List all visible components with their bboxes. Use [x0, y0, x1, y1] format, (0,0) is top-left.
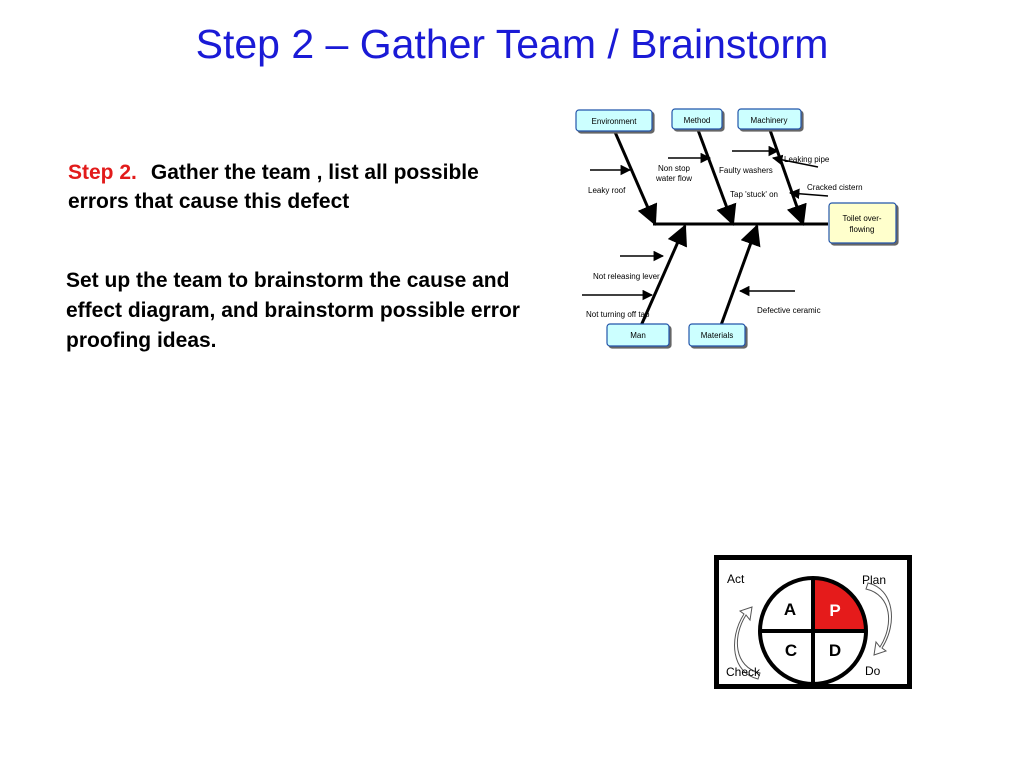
quadrant-plan — [813, 578, 866, 631]
category-materials: Materials — [688, 323, 746, 347]
arrow-leaking-pipe — [771, 154, 819, 168]
check-label: Check — [726, 665, 761, 679]
quadrant-d-label: D — [829, 641, 841, 660]
svg-text:Method: Method — [684, 116, 711, 125]
cause-non-stop-line2: water flow — [655, 174, 692, 183]
cause-not-releasing-lever: Not releasing lever — [593, 272, 660, 281]
quadrant-a-label: A — [784, 600, 796, 619]
quadrant-p-label: P — [829, 601, 840, 620]
plan-label: Plan — [862, 573, 886, 587]
cause-tap-stuck: Tap 'stuck' on — [730, 190, 778, 199]
page-title: Step 2 – Gather Team / Brainstorm — [195, 21, 829, 67]
step-label: Step 2. — [68, 161, 137, 184]
category-method: Method — [671, 108, 723, 130]
bone-method — [696, 129, 737, 226]
effect-label-line1: Toilet over- — [842, 214, 881, 223]
pdca-cycle: A P C D Act Plan Check Do — [714, 555, 912, 689]
category-environment: Environment — [575, 109, 653, 132]
bone-materials — [718, 224, 761, 329]
cause-not-turning-off-tap: Not turning off tap — [586, 310, 650, 319]
body-paragraph: Set up the team to brainstorm the cause … — [66, 269, 520, 353]
step-text: Gather the team , list all possible erro… — [68, 161, 479, 214]
cause-defective-ceramic: Defective ceramic — [757, 306, 821, 315]
act-label: Act — [727, 572, 745, 586]
category-man: Man — [606, 323, 670, 347]
svg-text:Man: Man — [630, 331, 646, 340]
bone-man — [638, 224, 687, 329]
cause-leaking-pipe: Leaking pipe — [784, 155, 830, 164]
cycle-arrow-right-icon — [865, 582, 892, 656]
cause-non-stop-line1: Non stop — [658, 164, 691, 173]
effect-label-line2: flowing — [850, 225, 875, 234]
category-machinery: Machinery — [737, 108, 802, 130]
cause-leaky-roof: Leaky roof — [588, 186, 626, 195]
fishbone-diagram: Environment Method Machinery Man Materia… — [575, 108, 897, 347]
bone-machinery — [768, 129, 807, 226]
quadrant-c-label: C — [785, 641, 797, 660]
bone-environment — [613, 131, 658, 226]
svg-text:Environment: Environment — [592, 117, 638, 126]
step-paragraph: Step 2.Gather the team , list all possib… — [68, 158, 508, 217]
cause-cracked-cistern: Cracked cistern — [807, 183, 863, 192]
arrow-cracked-cistern — [788, 188, 829, 199]
effect-box: Toilet over- flowing — [828, 202, 897, 244]
cause-faulty-washers: Faulty washers — [719, 166, 773, 175]
svg-text:Materials: Materials — [701, 331, 733, 340]
svg-text:Machinery: Machinery — [751, 116, 788, 125]
cycle-arrow-left-icon — [734, 606, 761, 680]
do-label: Do — [865, 664, 881, 678]
